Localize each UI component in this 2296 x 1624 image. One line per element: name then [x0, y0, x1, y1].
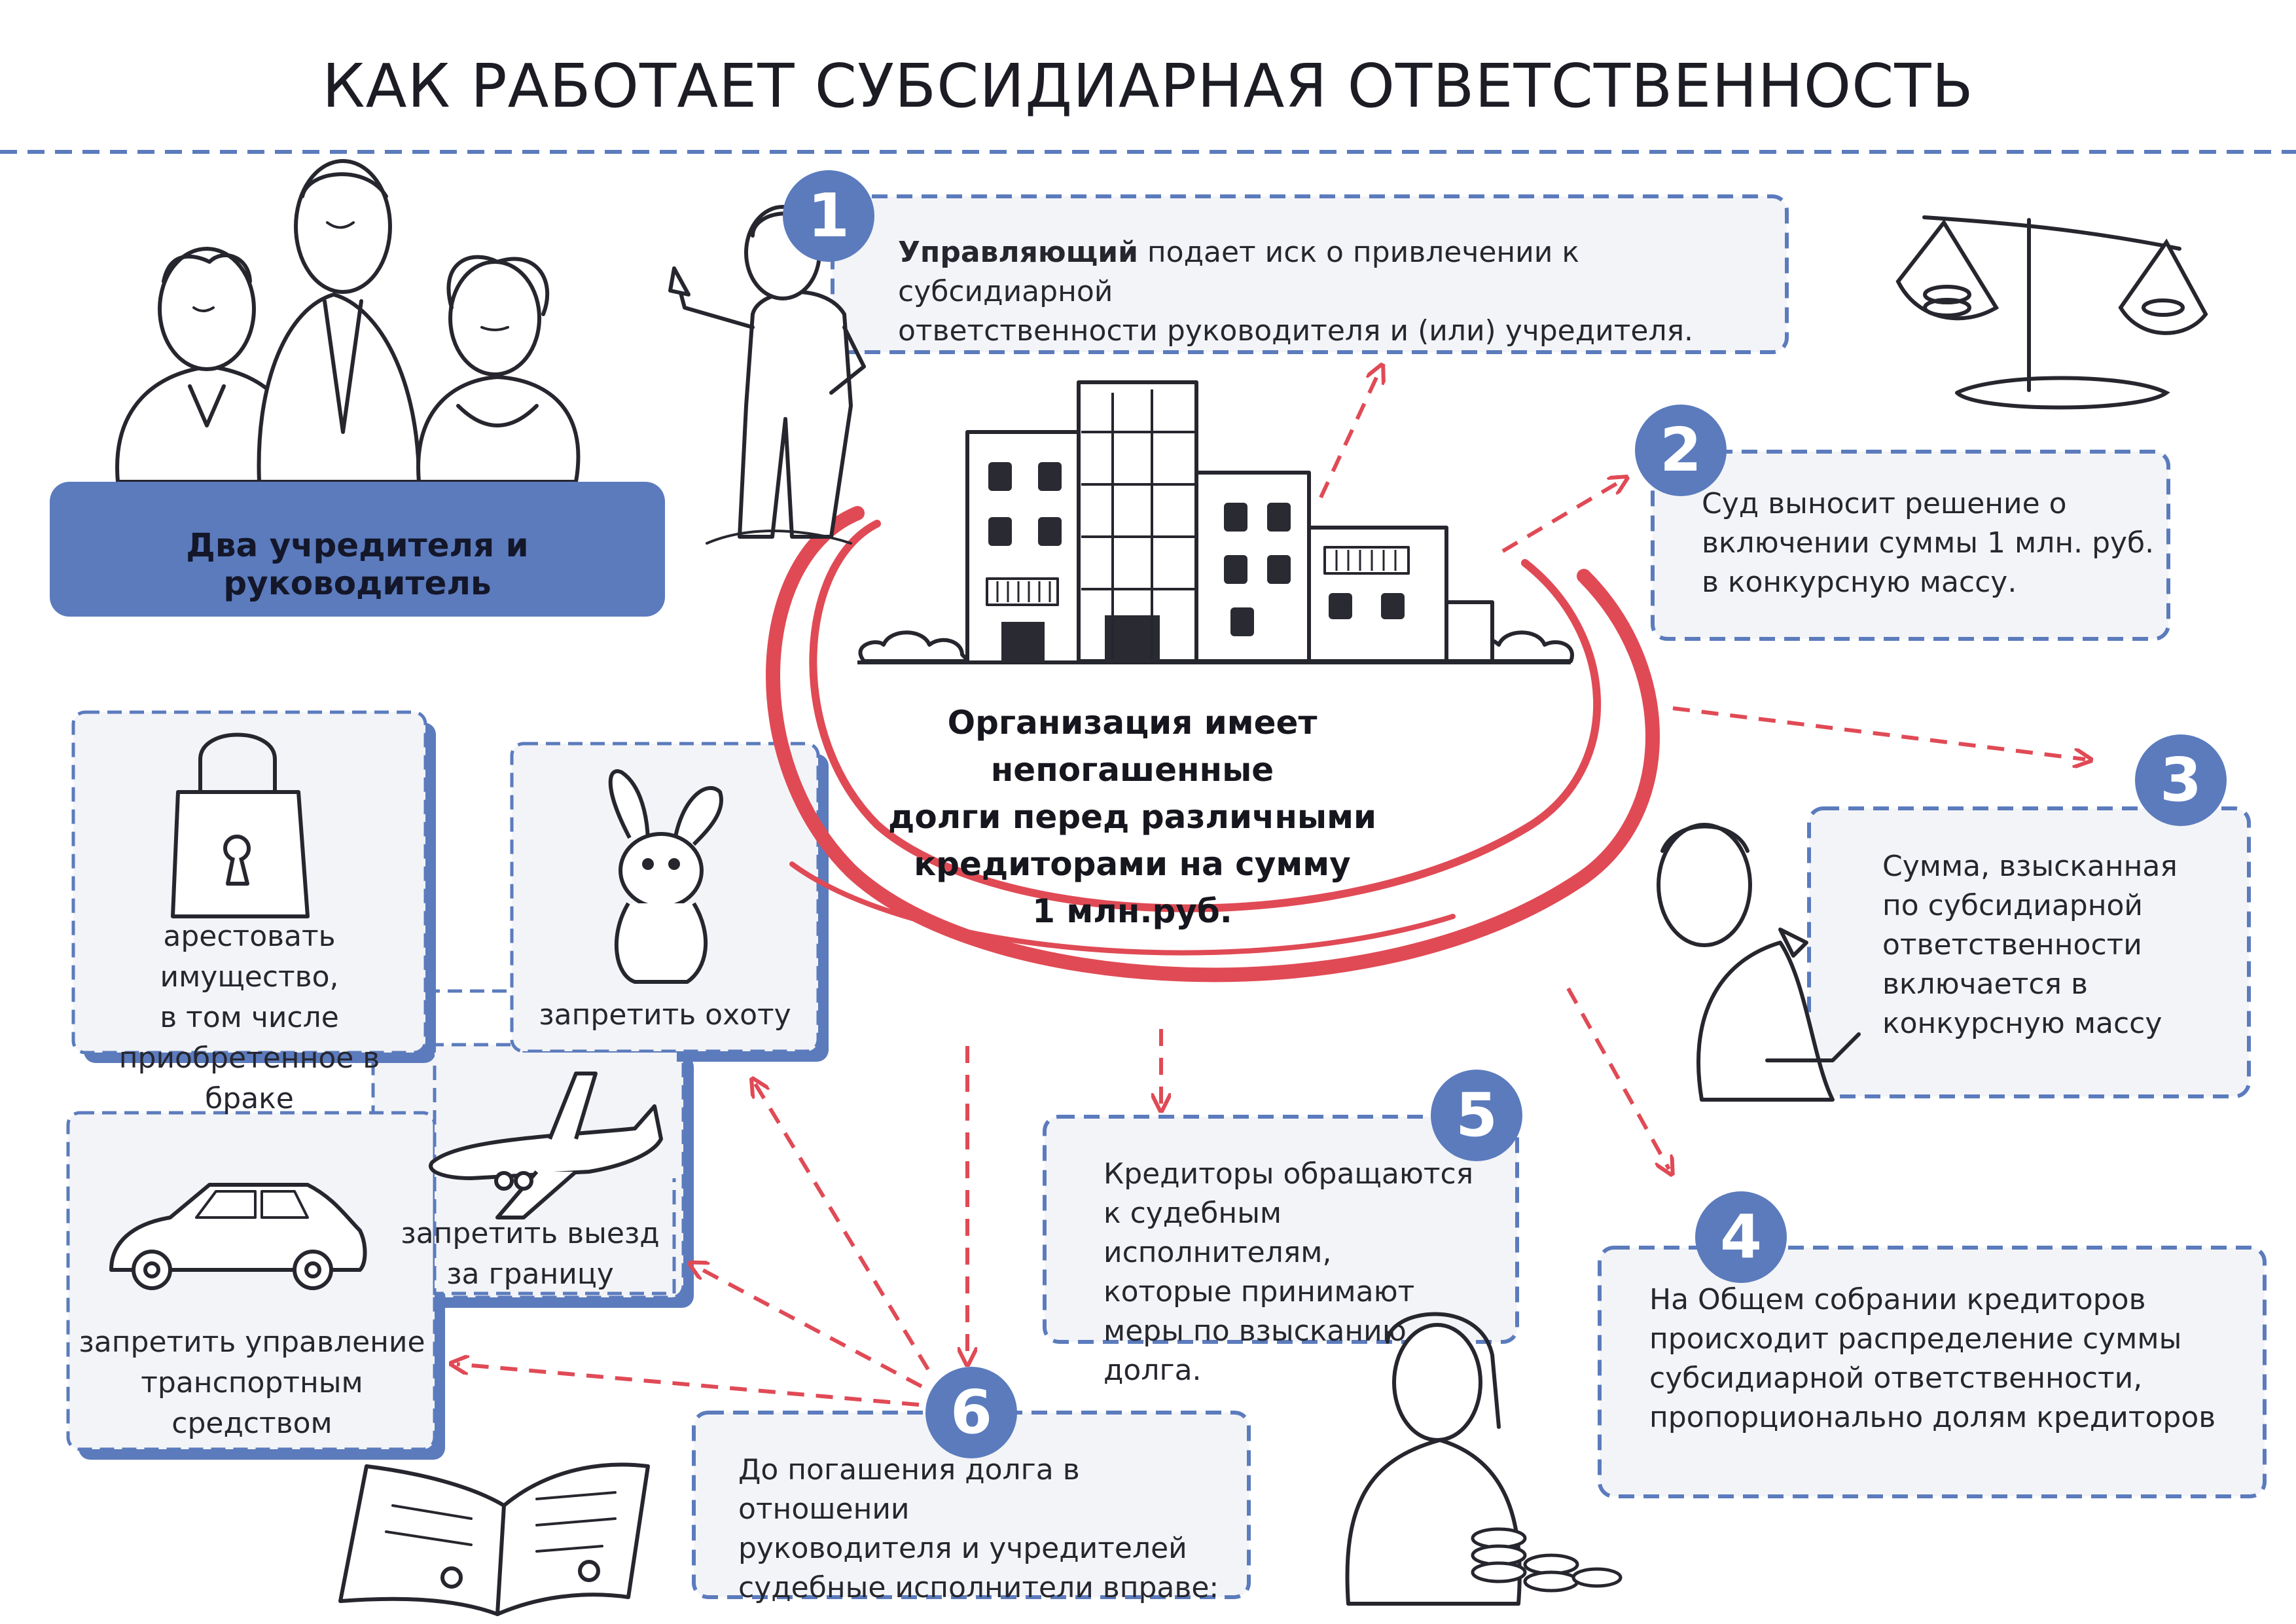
measure-travel-text: запретить выезд за границу — [401, 1217, 660, 1291]
manager-illustration — [668, 205, 866, 545]
step-5-number: 5 — [1431, 1070, 1522, 1161]
step-6-text: До погашения долга в отношении руководит… — [738, 1453, 1219, 1604]
founders-illustration — [115, 159, 581, 484]
step-2-text: Суд выносит решение о включении суммы 1 … — [1702, 487, 2155, 599]
step-4-box — [1598, 1246, 2267, 1498]
step-1-box — [831, 194, 1789, 354]
rabbit-icon — [608, 769, 723, 984]
scales-illustration — [1895, 215, 2208, 410]
car-icon — [109, 1183, 367, 1290]
red-swirl — [766, 506, 1660, 983]
measure-hunting-text: запретить охоту — [539, 998, 791, 1032]
step-1-text: Управляющий подает иск о привлечении к с… — [898, 236, 1694, 348]
step-3-number: 3 — [2135, 734, 2227, 826]
step-2-box — [1651, 450, 2170, 641]
step-3-text: Сумма, взысканная по субсидиарной ответс… — [1882, 850, 2178, 1040]
measure-driving-text: запретить управление транспортным средст… — [79, 1326, 425, 1440]
buildings-illustration — [857, 380, 1574, 664]
clerk-illustration — [1657, 823, 1861, 1102]
flow-arrows — [457, 370, 2085, 1407]
measure-property-text: арестовать имущество, в том числе приобр… — [118, 920, 380, 1115]
step-2-number: 2 — [1635, 405, 1727, 496]
step-5-text: Кредиторы обращаются к судебным исполнит… — [1103, 1157, 1474, 1387]
padlock-icon — [171, 732, 310, 918]
step-1-number: 1 — [783, 170, 874, 262]
book-illustration — [338, 1462, 650, 1616]
plane-icon — [429, 1072, 663, 1219]
step-5-box — [1043, 1115, 1519, 1344]
step-3-box — [1807, 806, 2251, 1098]
page-title: КАК РАБОТАЕТ СУБСИДИАРНАЯ ОТВЕТСТВЕННОСТ… — [322, 51, 1974, 121]
central-statement: Организация имеет непогашенные долги пер… — [888, 704, 1377, 930]
step-4-text: На Общем собрании кредиторов происходит … — [1649, 1283, 2216, 1434]
step-4-number: 4 — [1695, 1191, 1787, 1283]
accountant-illustration — [1345, 1312, 1623, 1606]
founders-label: Два учредителя и руководитель — [186, 526, 529, 602]
step-6-number: 6 — [925, 1367, 1017, 1458]
founders-banner: Два учредителя и руководитель — [50, 482, 665, 617]
